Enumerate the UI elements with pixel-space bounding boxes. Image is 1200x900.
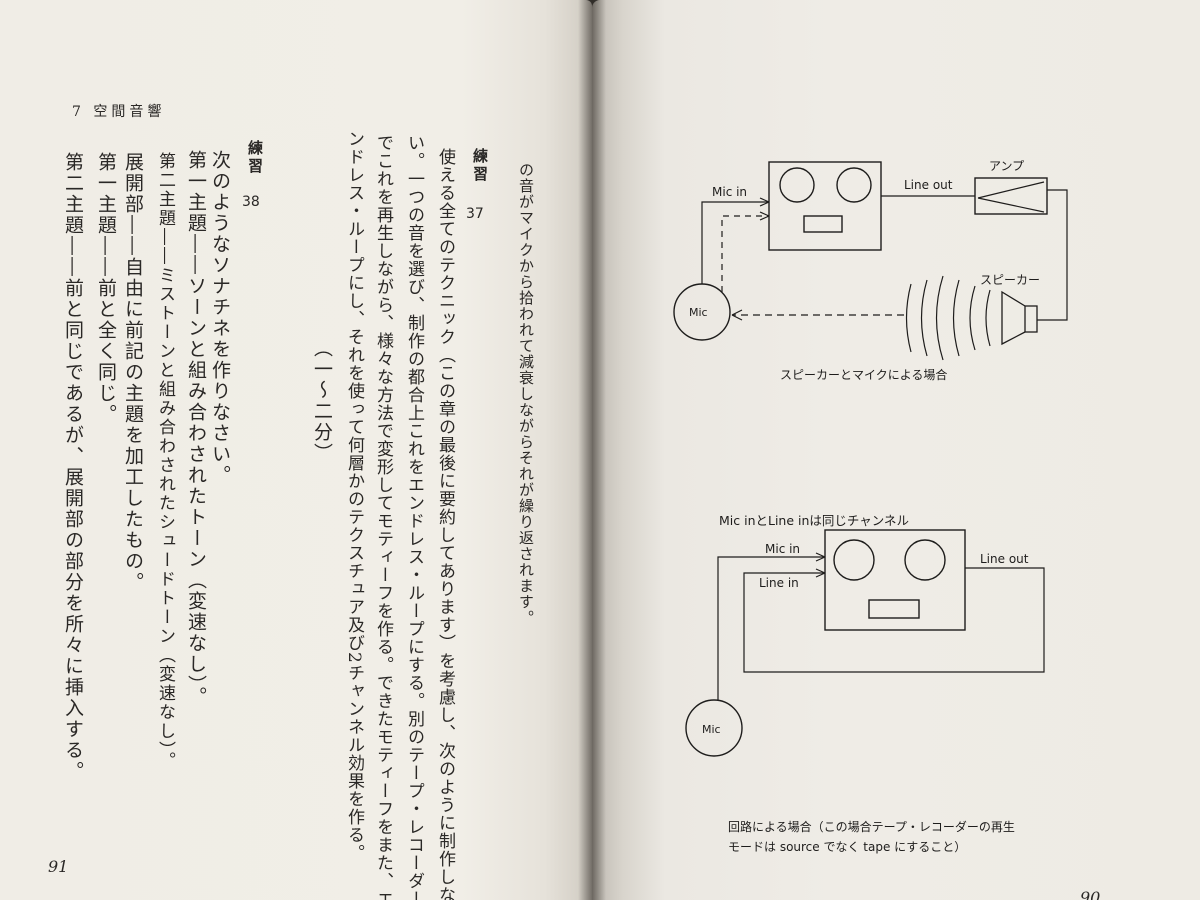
ex38-line-6: 第二主題――前と同じであるが、展開部の部分を所々に挿入する。 [62, 152, 84, 782]
ex38-line-3: 第二主題――ミストーンと組み合わされたシュードトーン（変速なし）。 [155, 152, 175, 771]
exercise-38-label: 練習 [246, 140, 264, 176]
diagram-circuit: Mic in Line in Line out Mic [685, 529, 1045, 757]
speaker-cone [1001, 290, 1026, 346]
left-page: 7 空間音響 練習 38 次のようなソナチネを作りなさい。 第一主題――ソーンと… [0, 0, 592, 900]
label-line-out-1: Line out [904, 178, 953, 192]
ex37-line-3: でこれを再生しながら、様々な方法で変形してモティーフを作る。できたモティーフをま… [373, 134, 393, 900]
ex37-line-1: 使える全てのテクニック（この章の最後に要約してあります）を考慮し、次のように制作… [435, 148, 455, 900]
mic-2 [685, 699, 743, 757]
reel-right-2 [904, 539, 946, 581]
ex38-line-2: 第一主題――ソーンと組み合わされたトーン（変速なし）。 [185, 150, 207, 708]
exercise-38-number: 38 [242, 194, 260, 210]
exercise-37-label: 練習 [471, 148, 489, 184]
tape-head-2 [868, 599, 920, 619]
amp-triangle [977, 181, 1045, 213]
ex37-line-2: い。一つの音を選び、制作の都合上これをエンドレス・ループにする。別のテープ・レコ… [404, 134, 424, 900]
label-mic-2: Mic [702, 723, 721, 736]
tape-head-1 [803, 215, 843, 233]
book-gutter [578, 0, 606, 900]
sound-waves [905, 275, 991, 361]
ex38-line-1: 次のようなソナチネを作りなさい。 [209, 150, 231, 486]
label-speaker: スピーカー [980, 273, 1040, 287]
right-edge-line: の音がマイクから拾われて減衰しながらそれが繰り返されます。 [517, 162, 535, 626]
diagram-speaker-mic: Mic in Line out アンプ スピーカー Mic [673, 159, 1068, 361]
ex38-line-4: 展開部――自由に前記の主題を加工したもの。 [122, 152, 144, 593]
reel-right-1 [836, 167, 872, 203]
label-line-out-2: Line out [980, 552, 1029, 566]
label-mic-in-1: Mic in [712, 185, 747, 199]
diagram2-title: Mic inとLine inは同じチャンネル [719, 513, 910, 528]
running-head: 7 空間音響 [72, 104, 166, 120]
reel-left-2 [833, 539, 875, 581]
speaker-body [1024, 305, 1038, 333]
ex37-line-4: ンドレス・ループにし、それを使って何層かのテクスチュア及び2チャンネル効果を作る… [344, 130, 364, 862]
right-page: Mic in Line out アンプ スピーカー Mic スピーカーとマイクに… [592, 0, 1200, 900]
left-page-number: 91 [48, 857, 69, 876]
label-line-in: Line in [759, 576, 799, 590]
diagram2-caption-1: 回路による場合（この場合テープ・レコーダーの再生 [728, 820, 1015, 834]
ex38-line-5: 第一主題――前と全く同じ。 [95, 152, 117, 425]
label-mic-in-2: Mic in [765, 542, 800, 556]
tape-recorder-1 [768, 161, 882, 251]
diagram2-caption-2: モードは source でなく tape にすること） [728, 840, 967, 854]
right-page-number: 90 [1080, 888, 1101, 900]
reel-left-1 [779, 167, 815, 203]
diagram1-caption: スピーカーとマイクによる場合 [780, 368, 948, 382]
exercise-37-number: 37 [466, 206, 484, 222]
label-amp: アンプ [989, 159, 1024, 173]
tape-recorder-2 [824, 529, 966, 631]
label-mic-1: Mic [689, 306, 708, 319]
ex37-line-5: （一～二分） [311, 338, 333, 464]
